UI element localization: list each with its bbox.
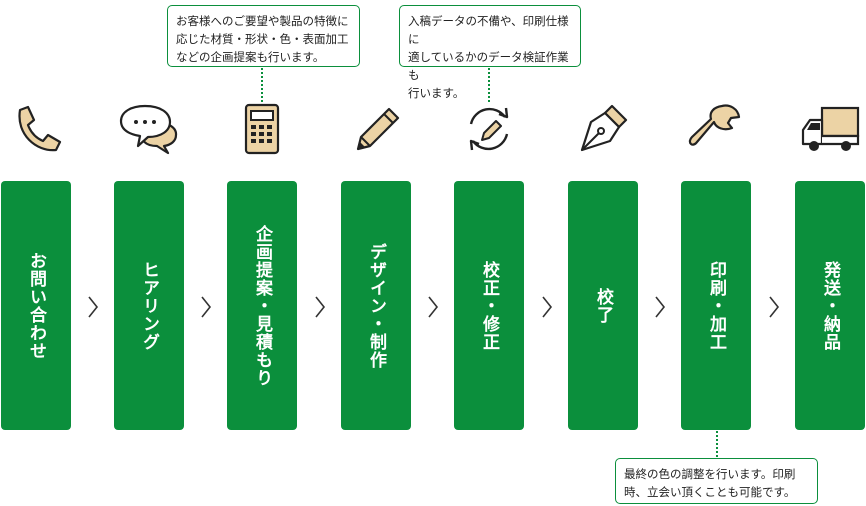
note-planning-connector (261, 68, 263, 102)
step-proposal-estimate: 企画提案・見積もり (227, 181, 297, 430)
step-shipping-delivery: 発送・納品 (795, 181, 865, 430)
chevron-right-icon (313, 294, 327, 320)
step-hearing: ヒアリング (114, 181, 184, 430)
truck-icon (800, 100, 860, 158)
step-label: 印刷・加工 (706, 260, 726, 351)
step-printing-processing: 印刷・加工 (681, 181, 751, 430)
step-label: 校正・修正 (479, 260, 499, 351)
chevron-right-icon (767, 294, 781, 320)
pencil-icon (346, 100, 406, 158)
step-proofing-revision: 校正・修正 (454, 181, 524, 430)
wrench-icon (686, 100, 746, 158)
step-label: 校了 (593, 287, 613, 324)
step-final-approval: 校了 (568, 181, 638, 430)
chevron-right-icon (426, 294, 440, 320)
step-label: お問い合わせ (26, 251, 46, 360)
note-planning: お客様へのご要望や製品の特徴に 応じた材質・形状・色・表面加工 などの企画提案も… (167, 5, 360, 67)
speech-bubbles-icon (119, 100, 179, 158)
step-label: 発送・納品 (820, 260, 840, 351)
refresh-pencil-icon (459, 100, 519, 158)
note-printing: 最終の色の調整を行います。印刷 時、立会い頂くことも可能です。 (615, 458, 818, 504)
note-printing-connector (716, 431, 718, 457)
chevron-right-icon (86, 294, 100, 320)
chevron-right-icon (199, 294, 213, 320)
note-proofing-connector (488, 68, 490, 102)
calculator-icon (232, 100, 292, 158)
chevron-right-icon (653, 294, 667, 320)
step-label: 企画提案・見積もり (252, 224, 272, 387)
step-label: ヒアリング (139, 260, 159, 351)
step-label: デザイン・制作 (366, 242, 386, 369)
chevron-right-icon (540, 294, 554, 320)
step-inquiry: お問い合わせ (1, 181, 71, 430)
step-design-production: デザイン・制作 (341, 181, 411, 430)
note-proofing: 入稿データの不備や、印刷仕様に 適しているかのデータ検証作業も 行います。 (399, 5, 581, 100)
fountain-pen-icon (572, 100, 632, 158)
phone-icon (6, 100, 66, 158)
